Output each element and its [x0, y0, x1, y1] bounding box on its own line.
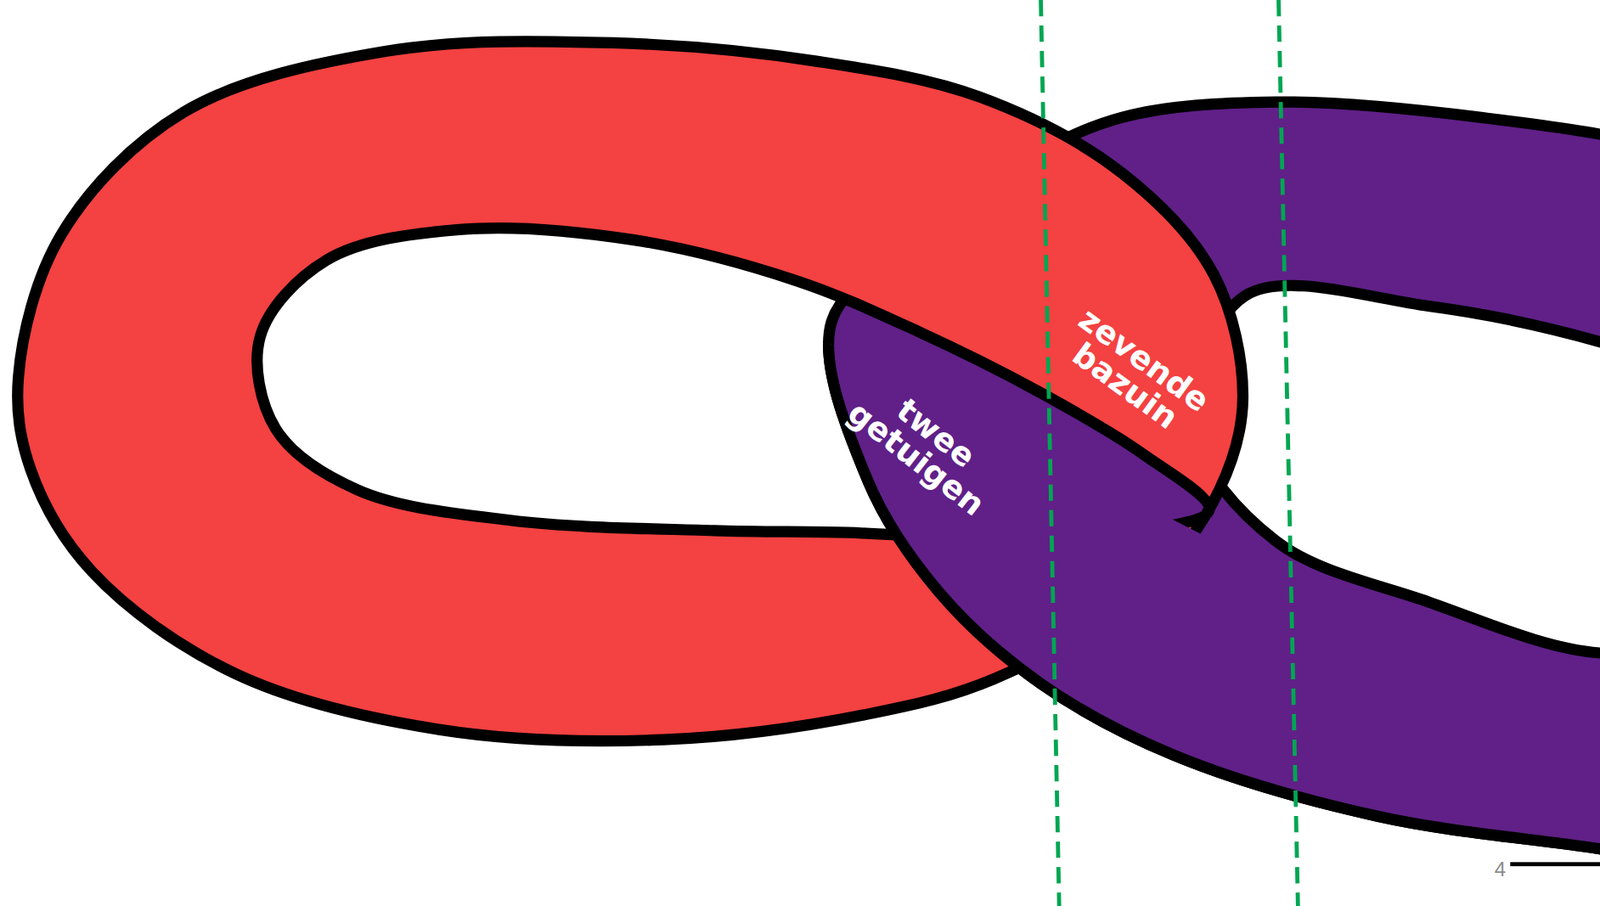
- link-label-box: twee getuigen: [842, 370, 1010, 522]
- page-number: 4: [1494, 859, 1506, 880]
- link-label: twee getuigen: [842, 370, 1010, 522]
- purple-link-front: [828, 101, 1600, 883]
- footer-bar: [1509, 861, 1600, 867]
- link-label: zevende bazuin: [1054, 301, 1216, 443]
- link-label-box: zevende bazuin: [1054, 301, 1216, 443]
- divider-line: [1041, 0, 1060, 906]
- divider-line: [1278, 0, 1299, 906]
